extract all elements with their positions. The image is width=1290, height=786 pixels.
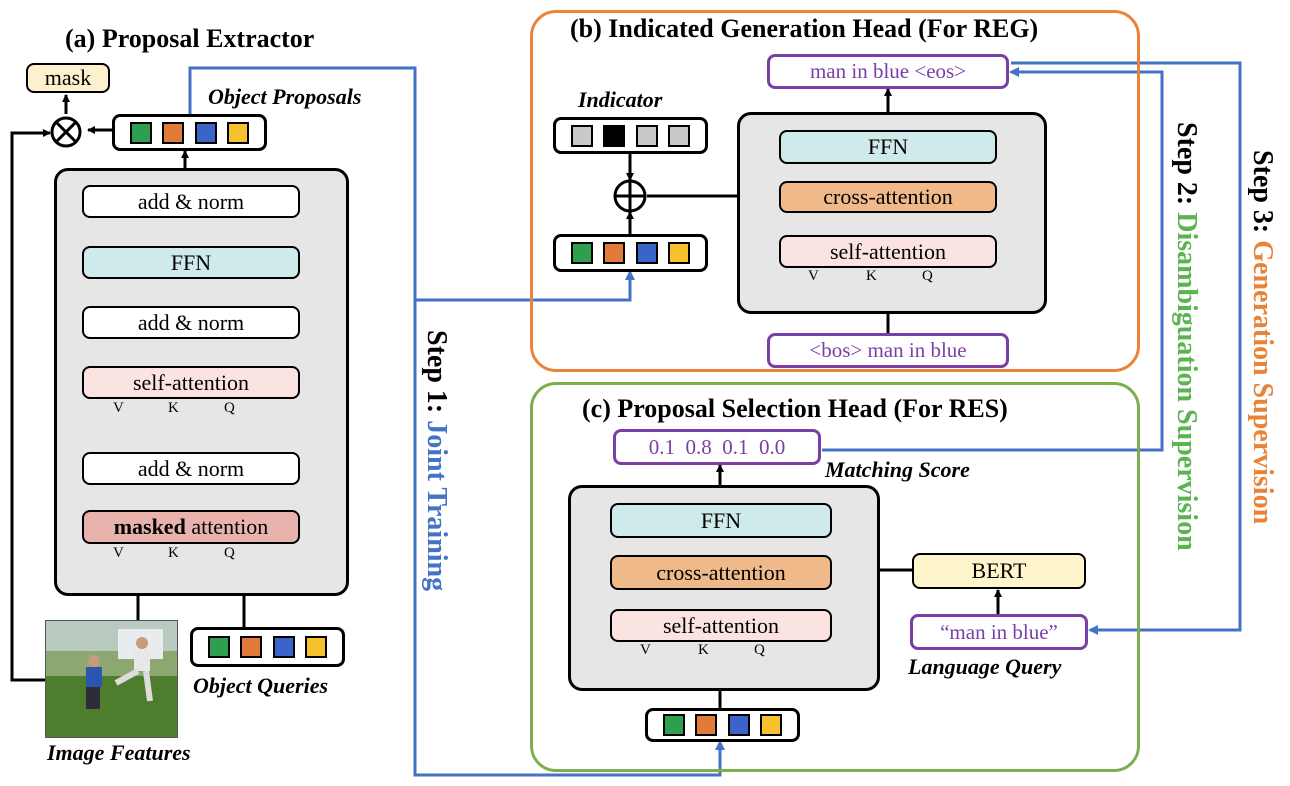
token-orange [162,121,185,144]
token-orange [240,636,263,658]
panel-a-title: (a) Proposal Extractor [65,24,315,53]
token-yellow [668,242,691,264]
ffn-c: FFN [610,503,832,538]
token-green [207,636,230,658]
matching-score-label: Matching Score [825,457,970,482]
cross-attention-b: cross-attention [779,181,997,213]
cross-attention-c: cross-attention [610,555,832,590]
matching-scores: 0.1 0.8 0.1 0.0 [613,429,821,465]
step1-prefix: Step 1: [421,330,452,421]
bert-box: BERT [912,553,1086,589]
ffn-a: FFN [82,246,300,279]
self-attention-b: self-attention [779,235,997,268]
generation-output: man in blue <eos> [767,54,1009,89]
object-queries-label: Object Queries [193,673,329,698]
add-norm-1: add & norm [82,452,300,485]
object-proposals-label: Object Proposals [208,84,362,109]
token-green [662,714,685,736]
v-label-a1: V [113,400,124,416]
indicator-off-1 [570,124,593,147]
q-label-a2: Q [224,545,235,561]
masked-rest-text: attention [185,514,269,539]
q-label-c: Q [754,642,765,658]
token-green [129,121,152,144]
step3-name: Generation Supervision [1247,240,1278,525]
add-norm-2: add & norm [82,306,300,339]
ffn-b: FFN [779,130,997,164]
masked-attention: masked attention [82,510,300,544]
token-orange [695,714,718,736]
v-label-b: V [808,268,819,284]
k-label-b: K [866,268,877,284]
indicator-on [603,124,626,147]
k-label-a1: K [168,400,179,416]
panel-c-title: (c) Proposal Selection Head (For RES) [582,394,1008,423]
proposal-tokens-c [645,708,800,742]
masked-bold-text: masked [113,514,186,539]
step2-prefix: Step 2: [1171,122,1202,213]
step2-name: Disambiguation Supervision [1171,212,1202,551]
mask-box: mask [26,63,110,93]
step2-label: Step 2: Disambiguation Supervision [1170,122,1202,551]
token-yellow [760,714,783,736]
q-label-a1: Q [224,400,235,416]
self-attention-a: self-attention [82,366,300,399]
token-orange [603,242,626,264]
add-norm-3: add & norm [82,185,300,218]
k-label-c: K [698,642,709,658]
proposal-tokens-b [553,234,708,272]
indicator-label: Indicator [578,87,663,112]
q-label-b: Q [922,268,933,284]
generation-input: <bos> man in blue [767,333,1009,368]
indicator-off-3 [668,124,691,147]
token-blue [635,242,658,264]
k-label-a2: K [168,545,179,561]
language-query-label: Language Query [908,654,1062,679]
panel-b-title: (b) Indicated Generation Head (For REG) [570,14,1039,43]
self-attention-c: self-attention [610,609,832,642]
step3-label: Step 3: Generation Supervision [1246,150,1278,524]
indicator-tokens [553,117,708,154]
token-blue [727,714,750,736]
v-label-c: V [640,642,651,658]
panel-c-border [530,382,1140,772]
v-label-a2: V [113,545,124,561]
token-green [570,242,593,264]
token-yellow [305,636,328,658]
step1-label: Step 1: Joint Training [420,330,452,591]
token-yellow [227,121,250,144]
image-features-photo [45,620,178,738]
object-proposals-tokens [112,114,267,151]
panel-b-border [530,10,1140,372]
image-features-label: Image Features [47,740,191,765]
language-query-box: “man in blue” [910,614,1088,650]
token-blue [272,636,295,658]
object-queries-tokens [190,627,345,667]
step1-name: Joint Training [421,420,452,592]
soccer-photo-icon [46,621,177,737]
step3-prefix: Step 3: [1247,150,1278,241]
token-blue [194,121,217,144]
indicator-off-2 [635,124,658,147]
